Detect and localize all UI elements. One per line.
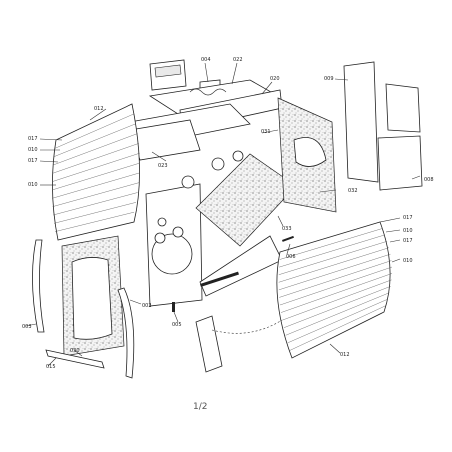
left-panel-rib <box>52 143 139 174</box>
callout-009: 009 <box>324 76 334 82</box>
right-panel-rib <box>279 266 393 306</box>
right-panel-rib <box>282 279 392 321</box>
callout-005: 005 <box>172 322 182 328</box>
right-panel-rib <box>279 234 385 268</box>
bottom-strip-part <box>45 349 105 369</box>
left-side-panel-part <box>51 103 141 241</box>
left-panel-rib <box>53 192 138 216</box>
callout-003: 003 <box>22 324 32 330</box>
left-panel-rib <box>53 202 137 224</box>
callout-006: 006 <box>286 254 296 260</box>
left-panel-rib <box>52 182 139 207</box>
boiler-body-part <box>145 150 297 307</box>
callout-008: 008 <box>424 177 434 183</box>
left-panel-rib <box>52 172 140 199</box>
left-panel-rib <box>53 133 138 166</box>
right-panel-rib <box>279 228 383 260</box>
left-panel-rib <box>52 152 140 182</box>
leader-lines <box>25 62 421 367</box>
callout-017-left-top: 017 <box>28 136 38 142</box>
callout-010-right-low: 010 <box>403 258 413 264</box>
left-panel-rib <box>51 162 141 191</box>
callout-010-left-top: 010 <box>28 147 38 153</box>
right-panel-rib <box>289 305 387 351</box>
callout-015: 015 <box>46 364 56 370</box>
page-number: 1/2 <box>193 402 207 412</box>
callout-017-right-mid: 017 <box>403 238 413 244</box>
callout-004: 004 <box>201 57 211 63</box>
door-gasket-part <box>117 287 135 379</box>
callout-010-right-top: 010 <box>403 228 413 234</box>
callout-012-left: 012 <box>94 106 104 112</box>
callout-010-left-low: 010 <box>28 182 38 188</box>
callout-031: 031 <box>261 129 271 135</box>
left-panel-rib <box>54 113 135 149</box>
left-insulation-strip-part <box>32 239 45 333</box>
right-panel-rib <box>278 253 391 291</box>
hinge-bar-part <box>172 302 223 373</box>
rear-panel-part <box>343 61 423 191</box>
right-panel-rib <box>280 273 393 313</box>
callout-023: 023 <box>158 163 168 169</box>
callout-030: 030 <box>70 348 80 354</box>
callout-022: 022 <box>233 57 243 63</box>
callout-032: 032 <box>348 188 358 194</box>
right-panel-rib <box>287 298 388 344</box>
rear-insulation-part <box>277 97 337 213</box>
right-side-panel-part <box>276 221 393 359</box>
callout-017-right-top: 017 <box>403 215 413 221</box>
callout-002: 002 <box>142 303 152 309</box>
callout-017-left-mid: 017 <box>28 158 38 164</box>
right-panel-rib <box>283 286 391 328</box>
right-panel-rib <box>278 247 390 283</box>
right-panel-rib <box>285 292 390 336</box>
left-panel-rib <box>54 211 135 232</box>
callout-033: 033 <box>282 226 292 232</box>
callout-labels: 004 022 020 009 012 017 010 017 010 023 … <box>22 57 434 370</box>
left-panel-rib <box>53 123 137 157</box>
front-frame-part <box>61 235 125 357</box>
right-panel-rib <box>279 260 392 298</box>
right-panel-rib <box>278 241 388 275</box>
handle-part <box>282 235 294 242</box>
callout-020: 020 <box>270 76 280 82</box>
callout-012-right: 012 <box>340 352 350 358</box>
